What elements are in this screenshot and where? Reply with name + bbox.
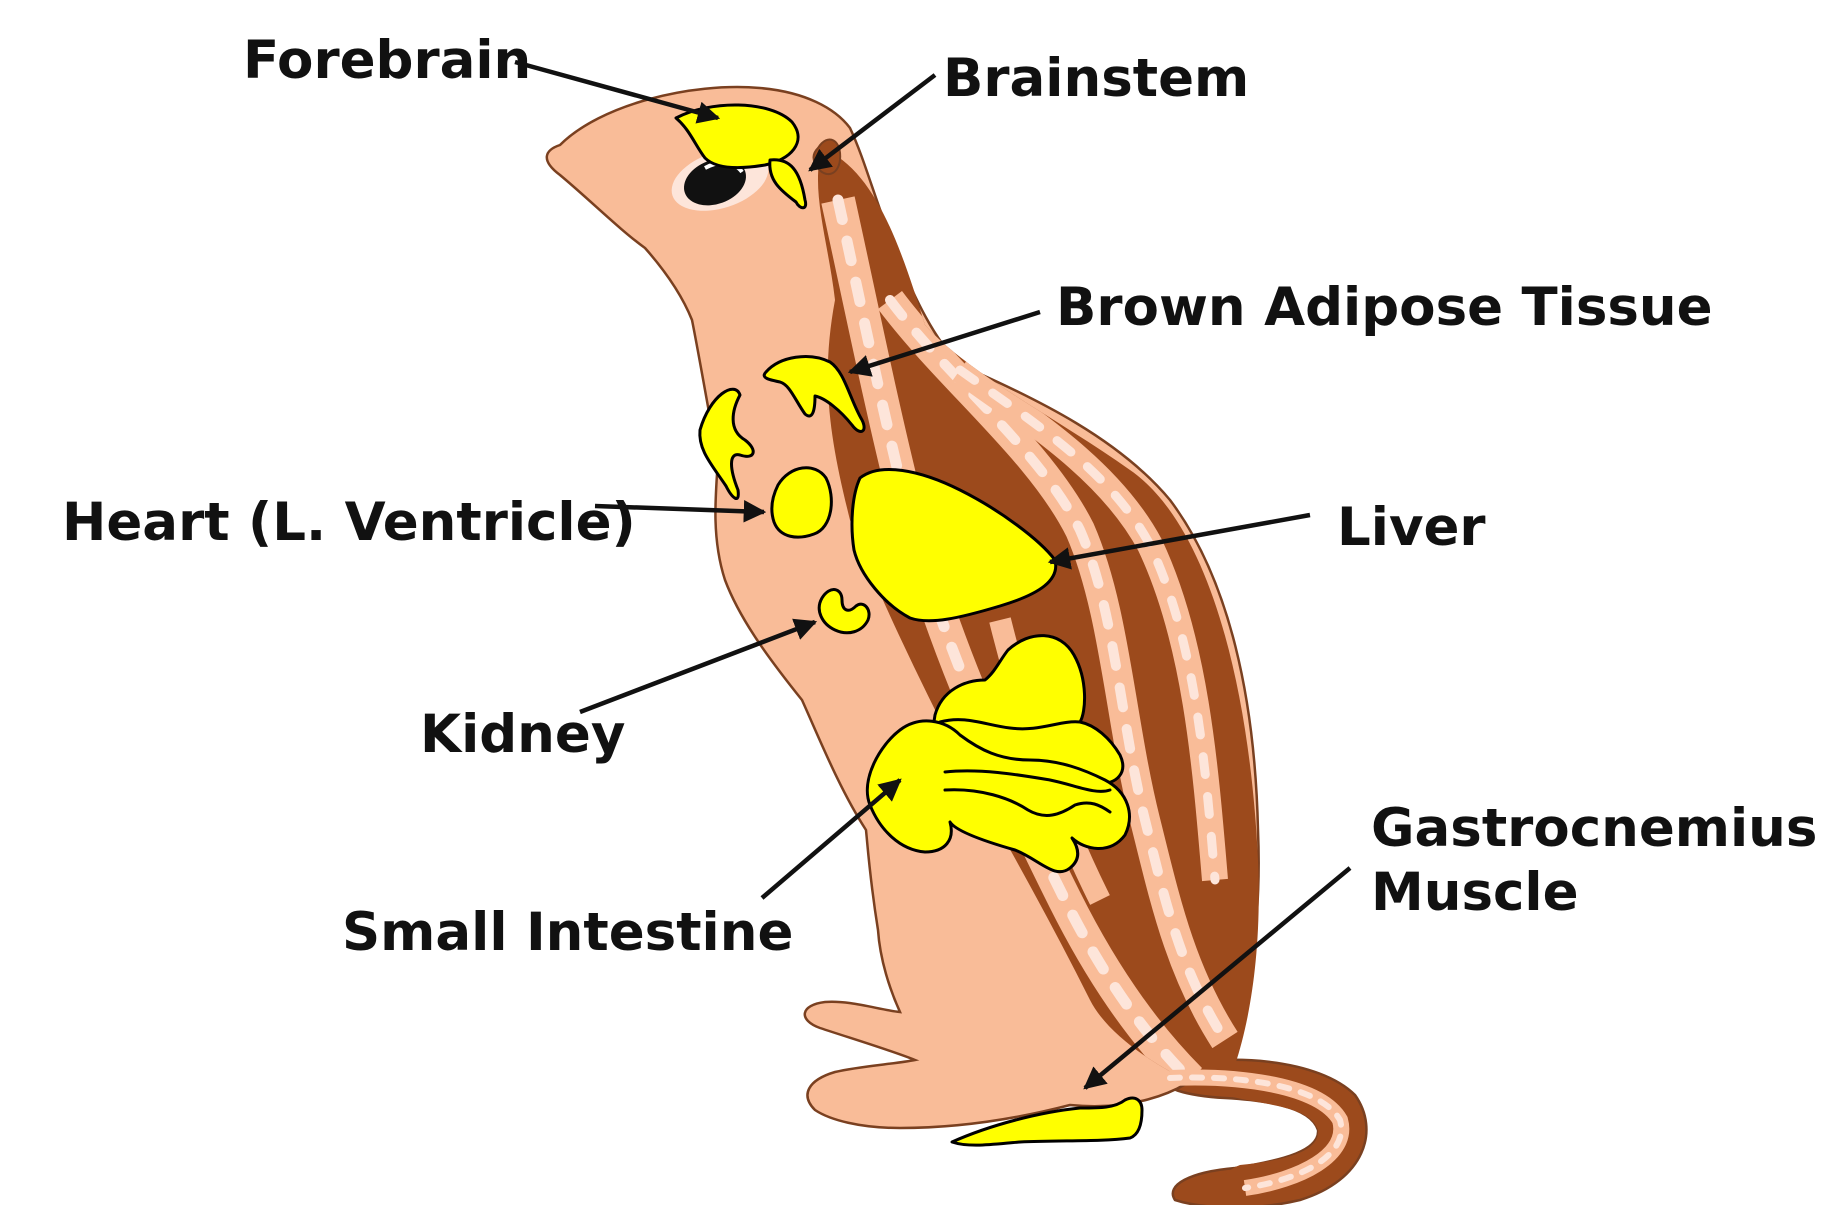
label-brainstem: Brainstem xyxy=(943,48,1249,109)
label-forebrain: Forebrain xyxy=(243,30,531,91)
squirrel-body xyxy=(547,87,1400,1205)
label-kidney: Kidney xyxy=(420,704,625,765)
label-brown-adipose-tissue: Brown Adipose Tissue xyxy=(1056,277,1713,338)
label-liver: Liver xyxy=(1337,497,1486,558)
label-heart: Heart (L. Ventricle) xyxy=(62,492,636,553)
label-small-intestine: Small Intestine xyxy=(342,902,793,963)
label-gastrocnemius-line2: Muscle xyxy=(1371,862,1579,923)
label-gastrocnemius-line1: Gastrocnemius xyxy=(1371,798,1817,859)
